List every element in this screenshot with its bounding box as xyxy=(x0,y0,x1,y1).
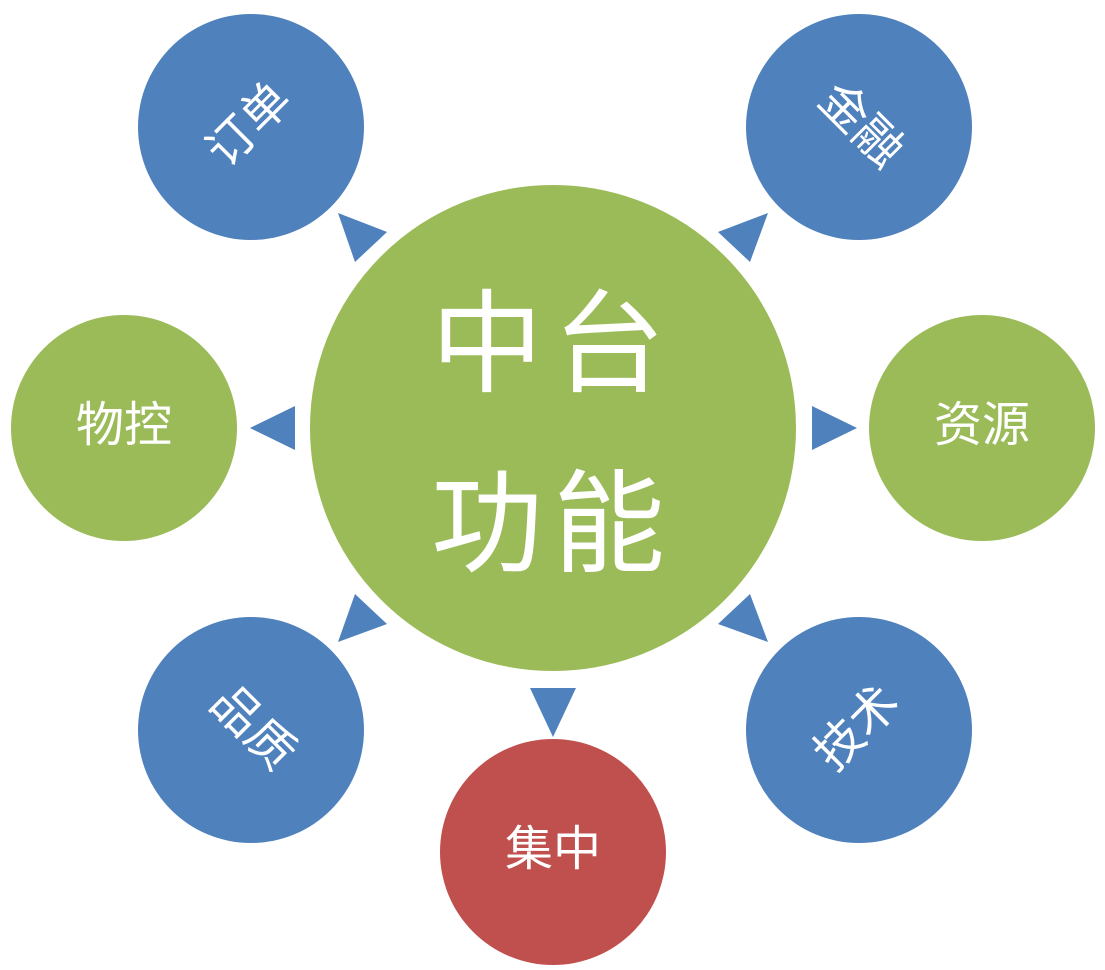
quality-circle xyxy=(138,617,364,843)
material-control-circle xyxy=(11,315,237,541)
order-circle xyxy=(138,14,364,240)
resources-label: 资源 xyxy=(934,397,1030,453)
arrow-to-technology xyxy=(718,594,768,642)
node-centralization: 集中 xyxy=(440,739,666,965)
node-finance: 金融 xyxy=(746,14,972,240)
node-resources: 资源 xyxy=(869,315,1095,541)
arrows xyxy=(250,213,857,737)
arrow-to-order xyxy=(338,213,387,262)
center-circle xyxy=(306,181,800,675)
resources-circle xyxy=(869,315,1095,541)
arrow-to-finance xyxy=(718,213,768,262)
centralization-label: 集中 xyxy=(505,821,601,877)
centralization-circle xyxy=(440,739,666,965)
material-control-label: 物控 xyxy=(76,397,172,453)
node-order: 订单 xyxy=(138,14,364,240)
node-quality: 品质 xyxy=(138,617,364,843)
node-technology: 技术 xyxy=(746,617,972,843)
technology-circle xyxy=(746,617,972,843)
arrow-to-centralization xyxy=(530,688,576,737)
center-node: 中台 功能 xyxy=(306,181,800,675)
arrow-to-resources xyxy=(812,406,857,450)
arrow-to-quality xyxy=(338,594,387,642)
center-label-line2: 功能 xyxy=(431,460,675,590)
node-material-control: 物控 xyxy=(11,315,237,541)
finance-circle xyxy=(746,14,972,240)
center-label-line1: 中台 xyxy=(431,280,675,410)
arrow-to-material-control xyxy=(250,406,295,450)
